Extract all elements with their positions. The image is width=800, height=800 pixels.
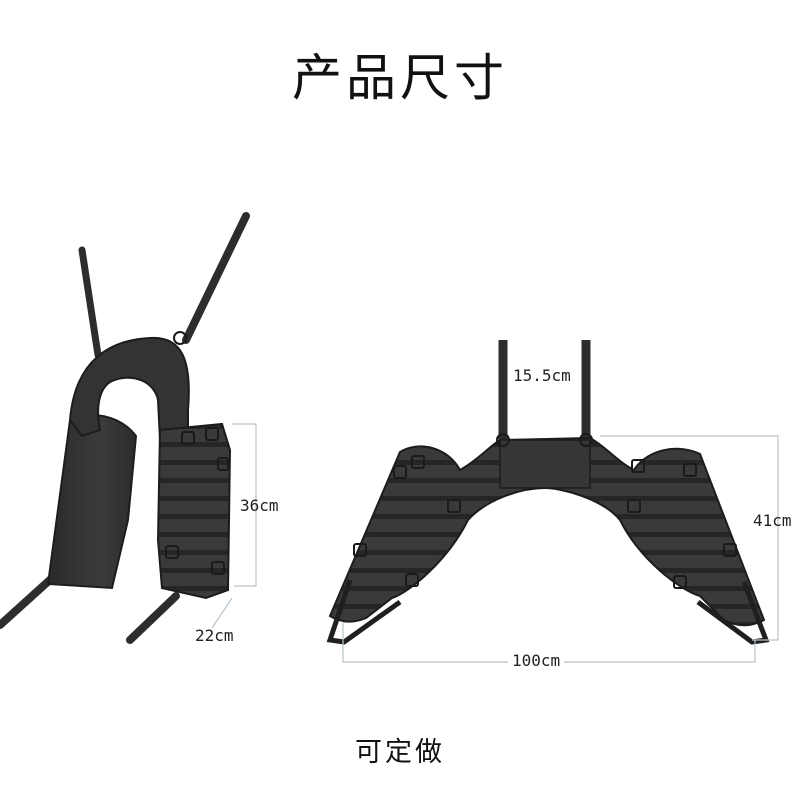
- d-ring-icon: [496, 433, 510, 447]
- buckle-icon: [447, 499, 461, 513]
- buckle-icon: [393, 465, 407, 479]
- buckle-icon: [353, 543, 367, 557]
- dimension-label-width-side: 22cm: [195, 626, 234, 645]
- buckle-icon: [683, 463, 697, 477]
- buckle-icon: [411, 455, 425, 469]
- buckle-icon: [165, 545, 179, 559]
- side-view-product: [0, 212, 257, 644]
- buckle-icon: [205, 427, 219, 441]
- buckle-icon: [405, 573, 419, 587]
- strap-loop-left: [326, 579, 402, 645]
- buckle-icon: [217, 457, 229, 471]
- page-title: 产品尺寸: [292, 49, 508, 107]
- buckle-icon: [627, 499, 641, 513]
- buckle-icon: [723, 543, 737, 557]
- dimension-label-strap-width: 15.5cm: [511, 366, 573, 385]
- buckle-icon: [631, 459, 645, 473]
- strap-loop-right: [696, 581, 770, 645]
- right-shoulder-strap: [182, 212, 250, 344]
- d-ring-icon: [173, 331, 187, 345]
- bottom-strap-left: [0, 574, 56, 629]
- customizable-caption: 可定做: [355, 737, 445, 768]
- dimension-label-width-front: 100cm: [508, 651, 565, 670]
- shoulder-curve: [68, 336, 190, 441]
- back-pad: [46, 414, 138, 590]
- bottom-strap-right: [126, 592, 180, 644]
- left-shoulder-strap: [78, 246, 102, 359]
- dimension-label-height-front: 41cm: [753, 511, 792, 530]
- center-panel: [499, 439, 591, 489]
- dimension-line-36: [232, 423, 257, 587]
- side-molle-panel: [156, 422, 232, 600]
- front-view-product: [326, 340, 779, 663]
- d-ring-icon: [579, 433, 593, 447]
- dimension-label-height-side: 36cm: [240, 496, 279, 515]
- dimension-line-22: [211, 597, 233, 629]
- buckle-icon: [181, 431, 195, 445]
- dimension-line-41: [600, 435, 779, 641]
- buckle-icon: [211, 561, 225, 575]
- buckle-icon: [673, 575, 687, 589]
